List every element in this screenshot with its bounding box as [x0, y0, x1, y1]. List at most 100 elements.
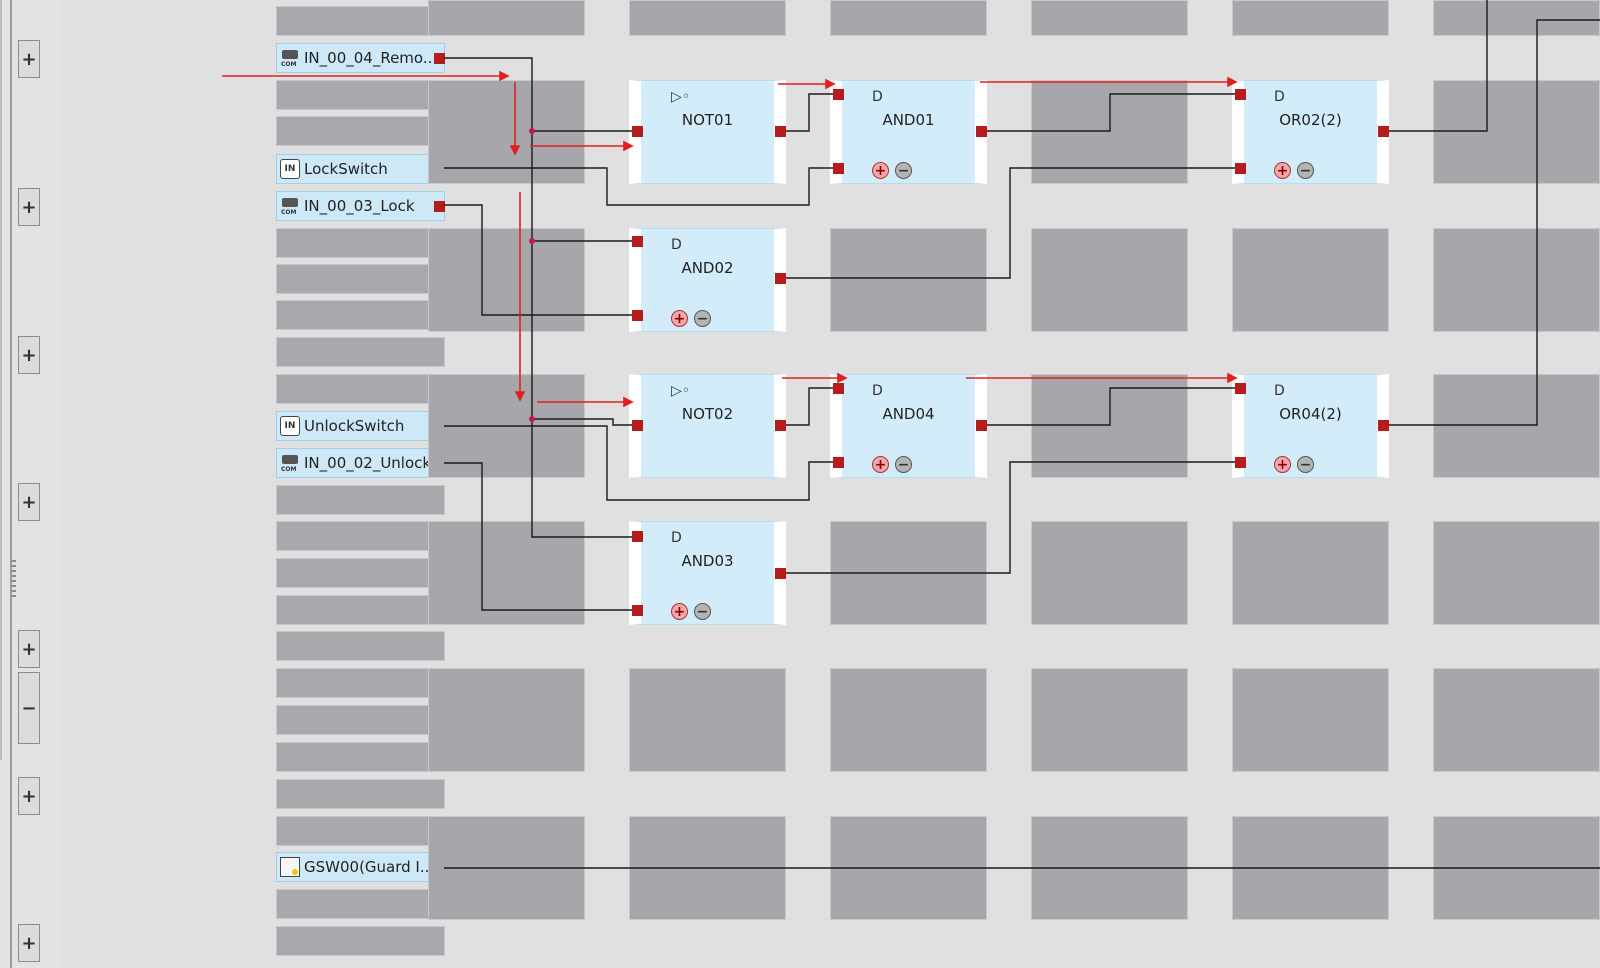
io-input-unlockswitch[interactable]: IN UnlockSwitch — [276, 411, 445, 441]
block-and04[interactable]: D AND04 +− — [830, 374, 987, 478]
input-port[interactable] — [632, 531, 643, 542]
io-input-gsw00[interactable]: GSW00(Guard I... — [276, 852, 445, 882]
grid-cell[interactable] — [428, 0, 585, 36]
io-slot[interactable] — [276, 116, 445, 146]
output-port[interactable] — [434, 201, 445, 212]
grid-cell[interactable] — [1433, 668, 1600, 772]
input-port[interactable] — [833, 163, 844, 174]
io-input-in-00-04[interactable]: COM IN_00_04_Remo... — [276, 43, 445, 73]
input-port[interactable] — [632, 310, 643, 321]
grid-cell[interactable] — [830, 228, 987, 332]
output-port[interactable] — [434, 53, 445, 64]
grid-cell[interactable] — [428, 228, 585, 332]
grid-cell[interactable] — [1031, 80, 1188, 184]
io-slot[interactable] — [276, 264, 445, 294]
block-or02[interactable]: D OR02(2) +− — [1232, 80, 1389, 184]
splitter-grip[interactable] — [12, 560, 16, 600]
expand-row-button[interactable]: + — [18, 40, 40, 78]
output-port[interactable] — [976, 420, 987, 431]
output-port[interactable] — [775, 568, 786, 579]
io-slot[interactable] — [276, 337, 445, 367]
input-port[interactable] — [632, 126, 643, 137]
io-slot[interactable] — [276, 779, 445, 809]
output-port[interactable] — [1378, 126, 1389, 137]
grid-cell[interactable] — [830, 816, 987, 920]
remove-input-button[interactable]: − — [1297, 456, 1314, 473]
block-and03[interactable]: D AND03 +− — [629, 521, 786, 625]
grid-cell[interactable] — [1031, 374, 1188, 478]
io-slot[interactable] — [276, 300, 445, 330]
input-port[interactable] — [833, 89, 844, 100]
output-port[interactable] — [976, 126, 987, 137]
grid-cell[interactable] — [1031, 521, 1188, 625]
remove-input-button[interactable]: − — [1297, 162, 1314, 179]
output-port[interactable] — [1378, 420, 1389, 431]
grid-cell[interactable] — [1232, 228, 1389, 332]
add-input-button[interactable]: + — [872, 456, 889, 473]
grid-cell[interactable] — [428, 374, 585, 478]
add-input-button[interactable]: + — [671, 603, 688, 620]
grid-cell[interactable] — [629, 816, 786, 920]
grid-cell[interactable] — [830, 668, 987, 772]
io-slot[interactable] — [276, 668, 445, 698]
output-port[interactable] — [775, 126, 786, 137]
block-not02[interactable]: ▷◦ NOT02 — [629, 374, 786, 478]
expand-row-button[interactable]: + — [18, 483, 40, 521]
grid-cell[interactable] — [1433, 228, 1600, 332]
remove-input-button[interactable]: − — [895, 162, 912, 179]
input-port[interactable] — [833, 457, 844, 468]
input-port[interactable] — [632, 605, 643, 616]
grid-cell[interactable] — [1031, 0, 1188, 36]
io-slot[interactable] — [276, 631, 445, 661]
grid-cell[interactable] — [428, 521, 585, 625]
input-port[interactable] — [632, 420, 643, 431]
grid-cell[interactable] — [1232, 0, 1389, 36]
expand-row-button[interactable]: + — [18, 630, 40, 668]
remove-input-button[interactable]: − — [895, 456, 912, 473]
grid-cell[interactable] — [428, 816, 585, 920]
grid-cell[interactable] — [830, 0, 987, 36]
add-input-button[interactable]: + — [1274, 456, 1291, 473]
io-input-in-00-02[interactable]: COM IN_00_02_Unlock — [276, 448, 445, 478]
grid-cell[interactable] — [1031, 228, 1188, 332]
logic-editor-canvas[interactable]: COM IN_00_04_Remo... IN LockSwitch COM I… — [62, 0, 1600, 968]
collapse-row-button[interactable]: − — [18, 672, 40, 744]
grid-cell[interactable] — [428, 80, 585, 184]
block-and02[interactable]: D AND02 +− — [629, 228, 786, 332]
grid-cell[interactable] — [629, 668, 786, 772]
io-slot[interactable] — [276, 485, 445, 515]
left-splitter[interactable] — [10, 0, 12, 968]
input-port[interactable] — [1235, 163, 1246, 174]
io-slot[interactable] — [276, 558, 445, 588]
io-slot[interactable] — [276, 742, 445, 772]
grid-cell[interactable] — [1433, 374, 1600, 478]
grid-cell[interactable] — [1433, 80, 1600, 184]
io-slot[interactable] — [276, 595, 445, 625]
grid-cell[interactable] — [1031, 668, 1188, 772]
input-port[interactable] — [1235, 383, 1246, 394]
io-slot[interactable] — [276, 889, 445, 919]
remove-input-button[interactable]: − — [694, 310, 711, 327]
grid-cell[interactable] — [1433, 521, 1600, 625]
io-input-in-00-03[interactable]: COM IN_00_03_Lock — [276, 191, 445, 221]
expand-row-button[interactable]: + — [18, 924, 40, 962]
expand-row-button[interactable]: + — [18, 777, 40, 815]
grid-cell[interactable] — [1232, 668, 1389, 772]
grid-cell[interactable] — [629, 0, 786, 36]
grid-cell[interactable] — [830, 521, 987, 625]
io-slot[interactable] — [276, 6, 445, 36]
block-and01[interactable]: D AND01 +− — [830, 80, 987, 184]
grid-cell[interactable] — [1433, 816, 1600, 920]
input-port[interactable] — [1235, 89, 1246, 100]
output-port[interactable] — [775, 420, 786, 431]
block-or04[interactable]: D OR04(2) +− — [1232, 374, 1389, 478]
io-slot[interactable] — [276, 374, 445, 404]
block-not01[interactable]: ▷◦ NOT01 — [629, 80, 786, 184]
io-slot[interactable] — [276, 521, 445, 551]
add-input-button[interactable]: + — [671, 310, 688, 327]
grid-cell[interactable] — [1031, 816, 1188, 920]
input-port[interactable] — [833, 383, 844, 394]
grid-cell[interactable] — [428, 668, 585, 772]
io-slot[interactable] — [276, 926, 445, 956]
add-input-button[interactable]: + — [1274, 162, 1291, 179]
